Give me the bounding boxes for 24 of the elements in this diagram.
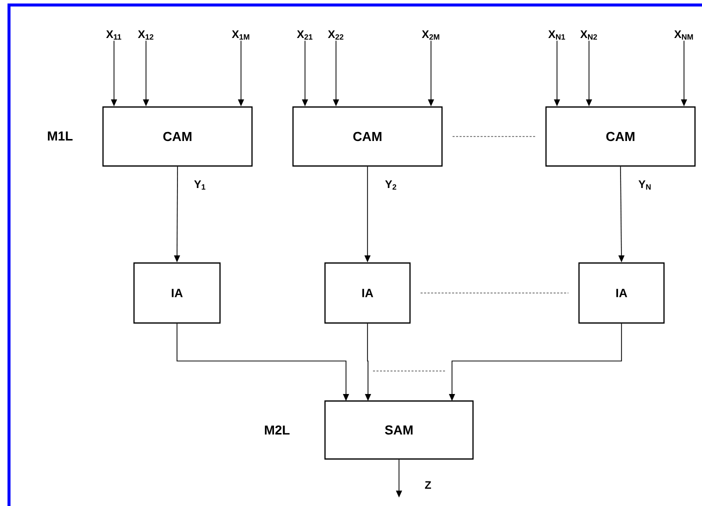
- input-label: X$_{21}$: [296, 30, 312, 40]
- input-label: X$_{2M}$: [422, 30, 440, 40]
- input-label: X$_{NM}$: [674, 30, 693, 40]
- edge-label: Y$_{N}$: [637, 179, 653, 191]
- input-label: X$_{11}$: [106, 30, 122, 40]
- edge-label: Y$_{1}$: [192, 179, 208, 191]
- dotted-line: [452, 136, 536, 137]
- dotted-line: [420, 292, 569, 294]
- input-label: X$_{1M}$: [232, 30, 250, 40]
- input-label: X$_{12}$: [138, 30, 154, 40]
- block-box: IA: [578, 262, 665, 324]
- input-label: X$_{N1}$: [548, 30, 566, 40]
- level-label: M1L: [48, 132, 73, 140]
- block-box: CAM: [292, 106, 443, 167]
- block-box: CAM: [102, 106, 253, 167]
- block-box: IA: [133, 262, 221, 324]
- level-label: M2L: [264, 425, 290, 435]
- edge-label: Y$_{2}$: [384, 179, 398, 191]
- block-box: SAM: [324, 400, 474, 460]
- edge-label: Z: [424, 480, 432, 490]
- block-box: CAM: [545, 106, 696, 167]
- block-box: IA: [324, 262, 411, 324]
- input-label: X$_{22}$: [328, 30, 344, 40]
- input-label: X$_{N2}$: [580, 30, 597, 40]
